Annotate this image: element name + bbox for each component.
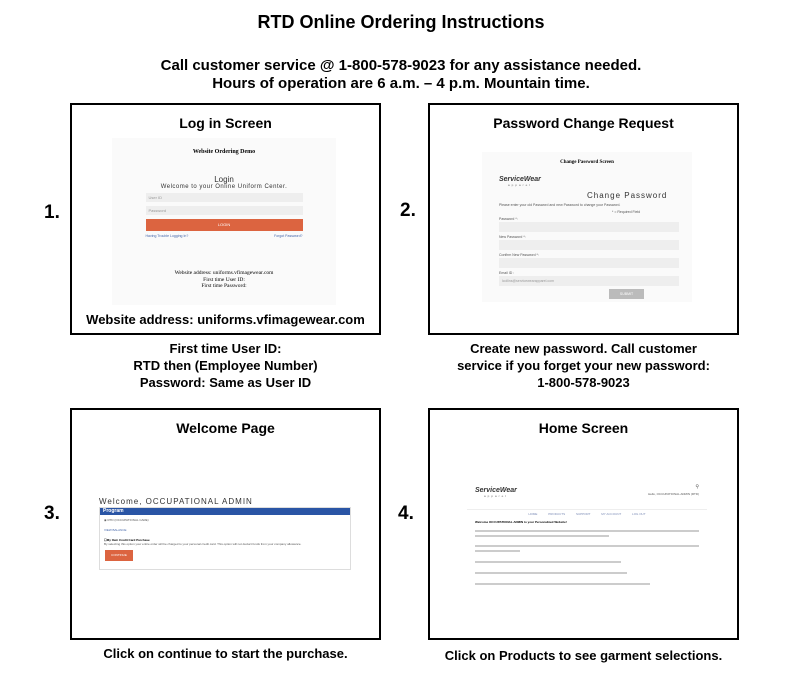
welcome-heading: Welcome, OCCUPATIONAL ADMIN <box>99 497 253 506</box>
nav-my-account[interactable]: MY ACCOUNT <box>601 512 622 516</box>
step-2-box: Password Change Request Change Password … <box>428 103 739 335</box>
step-3-box: Welcome Page Welcome, OCCUPATIONAL ADMIN… <box>70 408 381 640</box>
caption-line: Password: Same as User ID <box>139 375 312 390</box>
email-label: Email ID : <box>499 271 515 275</box>
welcome-screenshot: Welcome, OCCUPATIONAL ADMIN Program ◉ RT… <box>97 497 353 577</box>
required-note: * = Required Field <box>612 210 641 214</box>
step-1-caption: First time User ID: RTD then (Employee N… <box>70 340 381 391</box>
step-number: 2. <box>400 200 416 221</box>
step-4-caption: Click on Products to see garment selecti… <box>444 648 723 663</box>
nav-products[interactable]: PRODUCTS <box>548 512 566 516</box>
user-greeting: Hello, OCCUPATIONAL ADMIN (RTD) <box>648 492 699 496</box>
caption-line: RTD then (Employee Number) <box>133 358 318 373</box>
nav-support[interactable]: SUPPORT <box>575 512 591 516</box>
login-heading: Login <box>214 175 234 184</box>
step-1-box: Log in Screen Website Ordering Demo Logi… <box>70 103 381 335</box>
caption-line: 1-800-578-9023 <box>537 375 630 390</box>
home-welcome: Welcome OCCUPATIONAL ADMIN to your Perso… <box>475 520 567 524</box>
login-button[interactable]: LOGIN <box>145 219 303 231</box>
contact-line: Call customer service @ 1-800-578-9023 f… <box>160 57 642 74</box>
program-header: Program <box>100 508 350 515</box>
credit-description: By selecting this option your entire ord… <box>104 542 302 546</box>
welcome-text: Welcome to your Online Uniform Center. <box>160 184 288 190</box>
nav-log-out[interactable]: LOG OUT <box>632 512 646 516</box>
caption-line: First time User ID: <box>169 341 282 356</box>
view-balance-link[interactable]: VIEW BALANCE <box>104 528 127 532</box>
hours-line: Hours of operation are 6 a.m. – 4 p.m. M… <box>212 75 590 92</box>
new-password-input[interactable] <box>499 240 679 250</box>
shot-heading: Change Password Screen <box>560 160 614 165</box>
credit-card-checkbox[interactable]: ☐My Own Credit Card Purchase <box>104 538 150 542</box>
program-option[interactable]: ◉ RTD (OCCUPATIONAL CARE) <box>104 518 149 522</box>
password-label: Password *: <box>499 217 518 221</box>
login-screenshot: Website Ordering Demo Login Welcome to y… <box>112 138 336 305</box>
user-id-field[interactable]: User ID <box>145 193 303 202</box>
email-input[interactable]: lcollins@servicewearapparel.com <box>499 276 679 286</box>
caption-line: Create new password. Call customer <box>470 341 697 356</box>
change-password-title: Change Password <box>587 191 668 200</box>
shot-heading: Website Ordering Demo <box>192 149 256 155</box>
forgot-link[interactable]: Forgot Password? <box>274 234 303 238</box>
step-title: Log in Screen <box>179 115 272 131</box>
confirm-label: Confirm New Password *: <box>499 253 539 257</box>
step-number: 3. <box>44 503 60 524</box>
intro-text: Please enter your old Password and new P… <box>499 203 621 207</box>
step-title: Password Change Request <box>493 115 674 131</box>
step-2-caption: Create new password. Call customer servi… <box>428 340 739 391</box>
shot-password: First time Password: <box>201 283 247 289</box>
confirm-password-input[interactable] <box>499 258 679 268</box>
nav-home[interactable]: HOME <box>528 512 538 516</box>
password-input[interactable] <box>499 222 679 232</box>
step-number: 4. <box>398 503 414 524</box>
shot-address: Website address: uniforms.vfimagewear.co… <box>174 270 274 276</box>
step-title: Home Screen <box>538 420 629 436</box>
step-title: Welcome Page <box>176 420 275 436</box>
caption-line: service if you forget your new password: <box>457 358 710 373</box>
home-body-text <box>475 527 699 588</box>
new-password-label: New Password *: <box>499 235 526 239</box>
step-number: 1. <box>44 202 60 223</box>
trouble-link[interactable]: Having Trouble Logging In? <box>145 234 189 238</box>
shot-user-id: First time User ID: <box>203 276 245 283</box>
website-address-caption: Website address: uniforms.vfimagewear.co… <box>86 312 365 327</box>
continue-button[interactable]: CONTINUE <box>105 550 133 561</box>
password-field[interactable]: Password <box>145 206 303 215</box>
search-icon[interactable]: ⚲ <box>695 484 699 490</box>
submit-button[interactable]: SUBMIT <box>609 289 644 299</box>
page-title: RTD Online Ordering Instructions <box>257 12 545 32</box>
step-3-caption: Click on continue to start the purchase. <box>103 646 348 661</box>
